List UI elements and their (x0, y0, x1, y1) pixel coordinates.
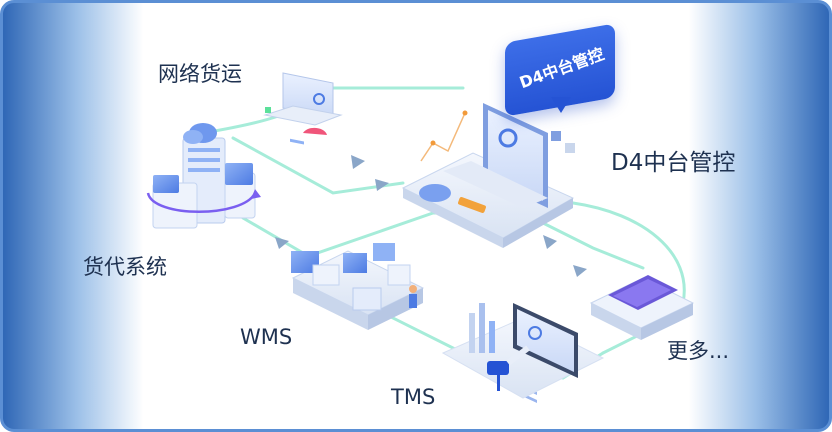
flow-diagram-art (146, 72, 695, 404)
label-more: 更多... (667, 339, 730, 363)
flow-arrows (275, 155, 587, 277)
more-device-illustration (589, 275, 695, 340)
label-tms: TMS (391, 385, 436, 409)
d4-bubble-tail (551, 97, 571, 113)
d4-bubble-text: D4中台管控 (516, 44, 607, 93)
tms-illustration (441, 303, 605, 399)
central-laptop-illustration (401, 103, 575, 404)
label-forwarding-system: 货代系统 (83, 255, 167, 279)
wms-illustration (291, 243, 425, 330)
label-d4-control: D4中台管控 (611, 150, 736, 176)
forwarding-system-illustration (146, 123, 261, 229)
label-wms: WMS (240, 325, 293, 349)
label-network-freight: 网络货运 (158, 62, 242, 86)
freight-laptop-illustration (263, 72, 343, 145)
